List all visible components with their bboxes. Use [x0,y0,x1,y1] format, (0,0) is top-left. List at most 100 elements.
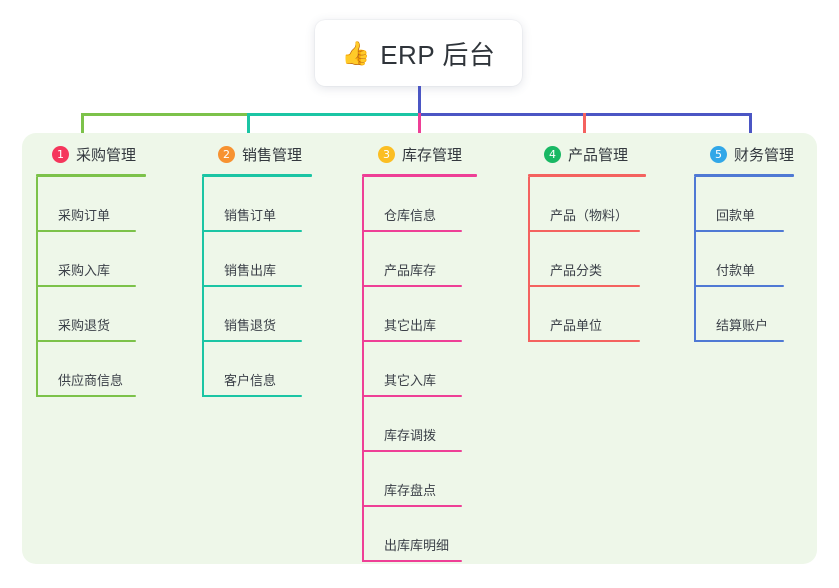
module-item-underline [202,395,302,397]
module-badge-3: 3 [378,145,395,163]
module-item-label: 销售订单 [224,208,277,223]
module-underline-2 [202,174,312,177]
module-title-2: 销售管理 [242,146,303,164]
drop-line-4 [583,113,586,145]
module-item[interactable]: 采购入库 [36,232,146,287]
module-item[interactable]: 产品（物料） [528,177,646,232]
module-item-underline [362,450,462,452]
module-items-2: 销售订单销售出库销售退货客户信息 [202,177,312,397]
module-item-underline [694,340,784,342]
module-underline-3 [362,174,477,177]
module-item[interactable]: 产品库存 [362,232,477,287]
module-badge-1: 1 [52,145,69,163]
module-spine-5 [694,177,696,342]
module-item-underline [694,285,784,287]
root-node-content: 👍 ERP 后台 [342,35,496,72]
module-item[interactable]: 其它入库 [362,342,477,397]
module-item-label: 库存盘点 [384,483,437,498]
drop-line-3 [418,113,421,145]
module-item[interactable]: 其它出库 [362,287,477,342]
module-item-label: 其它入库 [384,373,437,388]
module-item[interactable]: 客户信息 [202,342,312,397]
module-column-3: 3 库存管理仓库信息产品库存其它出库其它入库库存调拨库存盘点出库库明细 [362,143,477,562]
drop-line-2 [247,113,250,145]
module-column-4: 4 产品管理产品（物料） 产品分类产品单位 [528,143,646,342]
module-item[interactable]: 销售退货 [202,287,312,342]
module-item[interactable]: 产品单位 [528,287,646,342]
module-item-label: 仓库信息 [384,208,437,223]
module-spine-4 [528,177,530,342]
module-item[interactable]: 产品分类 [528,232,646,287]
module-item-underline [202,340,302,342]
module-item-label: 出库库明细 [384,538,450,553]
module-item[interactable]: 库存盘点 [362,452,477,507]
module-item[interactable]: 结算账户 [694,287,794,342]
module-title-3: 库存管理 [402,146,463,164]
module-header-3[interactable]: 3 库存管理 [362,143,477,165]
module-item-label: 销售出库 [224,263,277,278]
module-item-label: 销售退货 [224,318,277,333]
module-item-label: 回款单 [716,208,756,223]
module-items-3: 仓库信息产品库存其它出库其它入库库存调拨库存盘点出库库明细 [362,177,477,562]
module-item-underline [362,340,462,342]
module-item-label: 客户信息 [224,373,277,388]
drop-line-1 [81,113,84,145]
module-item-label: 采购订单 [58,208,111,223]
module-item-underline [362,560,462,562]
module-header-2[interactable]: 2 销售管理 [202,143,312,165]
module-item-label: 产品单位 [550,318,603,333]
module-item-underline [202,285,302,287]
module-item-underline [362,285,462,287]
module-item[interactable]: 回款单 [694,177,794,232]
module-item-underline [362,395,462,397]
thumbs-up-icon: 👍 [341,39,371,66]
module-item[interactable]: 销售出库 [202,232,312,287]
module-title-1: 采购管理 [76,146,137,164]
module-item[interactable]: 仓库信息 [362,177,477,232]
module-column-2: 2 销售管理销售订单销售出库销售退货客户信息 [202,143,312,397]
trunk-line [418,86,421,116]
module-item[interactable]: 库存调拨 [362,397,477,452]
module-item-label: 产品库存 [384,263,437,278]
module-item[interactable]: 付款单 [694,232,794,287]
module-item-underline [36,395,136,397]
module-item-label: 库存调拨 [384,428,437,443]
module-item-label: 结算账户 [716,318,769,333]
module-spine-1 [36,177,38,397]
module-item-underline [36,230,136,232]
module-items-1: 采购订单采购入库采购退货供应商信息 [36,177,146,397]
module-title-5: 财务管理 [734,146,795,164]
root-node-card[interactable]: 👍 ERP 后台 [315,20,522,86]
module-item-underline [362,230,462,232]
module-item-underline [528,285,640,287]
module-item-underline [362,505,462,507]
module-item-underline [694,230,784,232]
module-item-underline [528,230,640,232]
module-item[interactable]: 供应商信息 [36,342,146,397]
root-node-label: ERP 后台 [380,39,496,70]
module-item[interactable]: 采购退货 [36,287,146,342]
module-badge-2: 2 [218,145,235,163]
module-item[interactable]: 出库库明细 [362,507,477,562]
module-item-label: 供应商信息 [58,373,124,388]
module-column-1: 1 采购管理采购订单采购入库采购退货供应商信息 [36,143,146,397]
module-item-label: 产品分类 [550,263,603,278]
module-items-5: 回款单付款单结算账户 [694,177,794,342]
module-underline-5 [694,174,794,177]
module-underline-1 [36,174,146,177]
drop-line-5 [749,113,752,145]
module-underline-4 [528,174,646,177]
module-item[interactable]: 销售订单 [202,177,312,232]
module-item[interactable]: 采购订单 [36,177,146,232]
module-title-4: 产品管理 [568,146,629,164]
module-badge-4: 4 [544,145,561,163]
modules-panel [22,133,817,564]
module-spine-3 [362,177,364,562]
module-item-label: 采购入库 [58,263,111,278]
module-item-underline [528,340,640,342]
module-header-1[interactable]: 1 采购管理 [36,143,146,165]
module-spine-2 [202,177,204,397]
module-header-4[interactable]: 4 产品管理 [528,143,646,165]
